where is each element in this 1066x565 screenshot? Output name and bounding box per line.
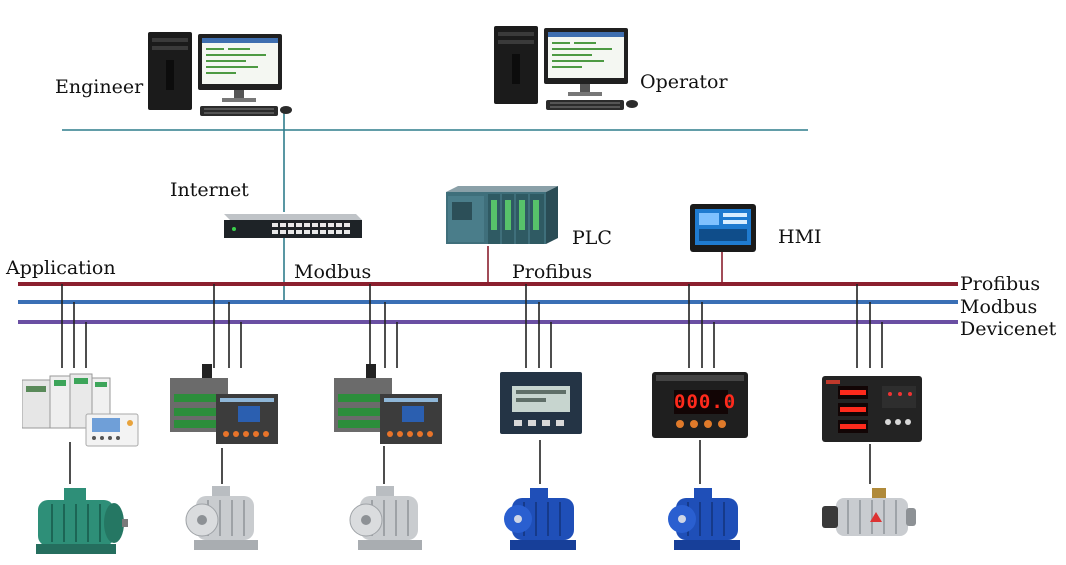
application-label: Application bbox=[6, 257, 116, 279]
multi-function-meter-icon bbox=[822, 376, 922, 442]
modbus-bus-label: Modbus bbox=[960, 296, 1038, 318]
motor-protection-relay-icon bbox=[170, 364, 278, 444]
electric-motor-icon bbox=[36, 488, 128, 554]
hmi-panel-icon bbox=[690, 204, 756, 252]
hmi-label: HMI bbox=[778, 226, 822, 248]
din-rail-module-icon bbox=[22, 373, 139, 447]
network-switch-icon bbox=[224, 214, 362, 238]
modbus-mid-label: Modbus bbox=[294, 261, 372, 283]
plc-label: PLC bbox=[572, 227, 612, 249]
meter-buttons bbox=[676, 420, 726, 430]
electric-motor-icon bbox=[668, 488, 740, 550]
plc-rack-icon bbox=[446, 186, 558, 244]
engineer-computer-icon bbox=[148, 32, 292, 116]
profibus-mid-label: Profibus bbox=[512, 261, 593, 283]
internet-label: Internet bbox=[170, 179, 249, 201]
operator-label: Operator bbox=[640, 71, 728, 93]
cylindrical-motor-icon bbox=[822, 488, 916, 536]
meter-top-strip bbox=[656, 375, 744, 381]
devicenet-bus-label: Devicenet bbox=[960, 318, 1057, 340]
meter-led-digits: 000.0 bbox=[674, 391, 737, 413]
electric-motor-icon bbox=[349, 486, 422, 550]
profibus-bus-label: Profibus bbox=[960, 273, 1041, 295]
motor-drops bbox=[69, 440, 871, 484]
digital-meter-icon: 000.0 bbox=[652, 372, 748, 438]
motor-protection-relay-icon bbox=[334, 364, 442, 444]
lcd-panel-meter-icon bbox=[500, 372, 582, 434]
electric-motor-icon bbox=[185, 486, 258, 550]
meter-led-window bbox=[674, 390, 728, 414]
engineer-label: Engineer bbox=[55, 76, 144, 98]
operator-computer-icon bbox=[494, 26, 638, 110]
bus-taps bbox=[61, 284, 883, 368]
electric-motor-icon bbox=[504, 488, 576, 550]
